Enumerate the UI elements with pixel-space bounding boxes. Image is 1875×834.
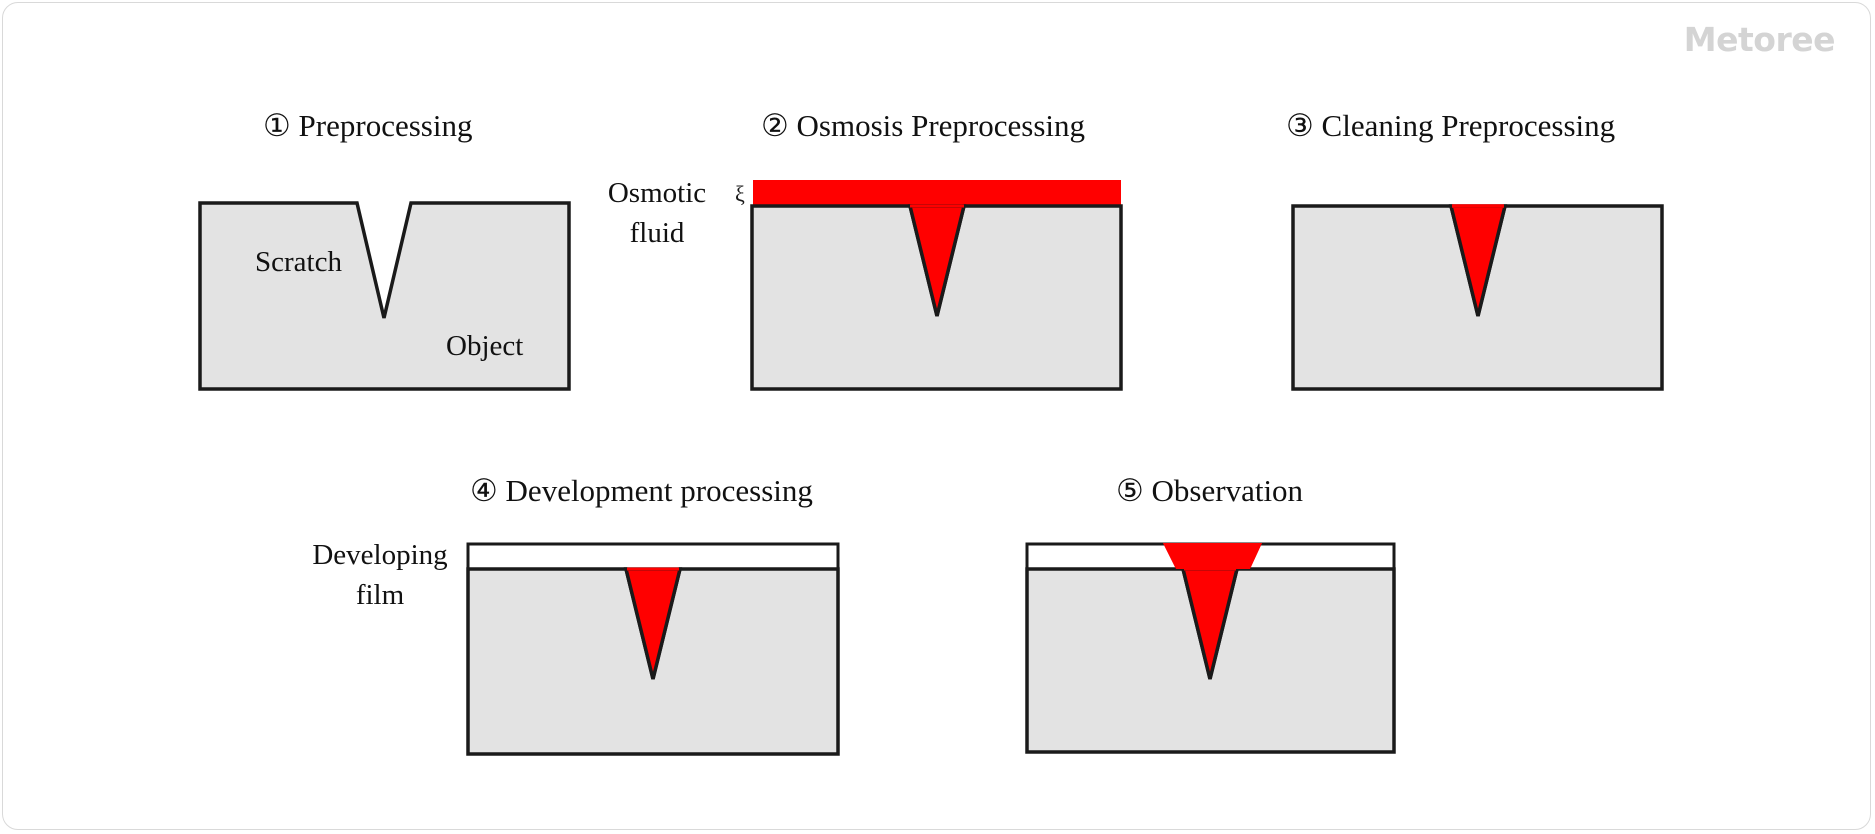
developing-film-label-line1: Developing bbox=[312, 539, 448, 571]
osmotic-fluid-layer bbox=[753, 180, 1121, 207]
step-5-title: ⑤ Observation bbox=[1116, 473, 1304, 508]
metoree-logo: Metoree bbox=[1683, 20, 1836, 59]
step-2-title: ② Osmosis Preprocessing bbox=[761, 108, 1086, 143]
scratch-label: Scratch bbox=[255, 246, 342, 278]
developing-film-layer bbox=[466, 542, 840, 571]
developing-film-label: Developing film bbox=[298, 535, 462, 615]
developing-film-label-line2: film bbox=[355, 579, 405, 611]
small-mark: ξ bbox=[735, 181, 745, 206]
step-5-object bbox=[1025, 542, 1396, 754]
step-3-object bbox=[1291, 204, 1664, 391]
step-1-object bbox=[198, 201, 571, 391]
step-2-object: ξ bbox=[735, 180, 1123, 391]
osmotic-fluid-label: Osmotic fluid bbox=[597, 173, 717, 253]
object-label: Object bbox=[446, 330, 524, 362]
osmotic-fluid-label-line1: Osmotic bbox=[607, 177, 707, 209]
step-3-title: ③ Cleaning Preprocessing bbox=[1286, 108, 1616, 143]
osmotic-fluid-label-line2: fluid bbox=[629, 217, 685, 249]
step-4-title: ④ Development processing bbox=[470, 473, 813, 508]
step-4-object bbox=[466, 542, 840, 756]
step-1-title: ① Preprocessing bbox=[263, 108, 473, 143]
